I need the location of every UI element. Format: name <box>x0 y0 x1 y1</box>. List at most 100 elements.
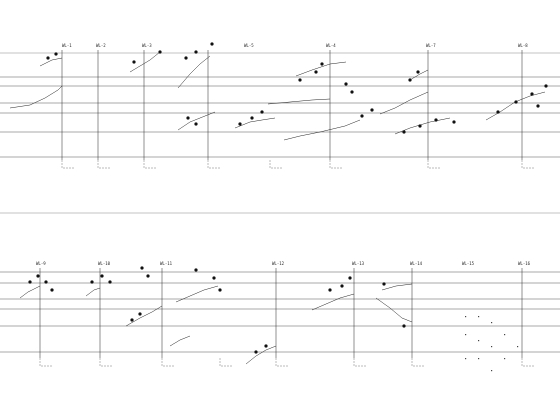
fixture-symbol <box>328 288 332 292</box>
drain-outlet <box>61 160 74 169</box>
branch-pipe <box>125 305 163 327</box>
dot-marker <box>465 358 467 360</box>
branch-pipe <box>177 55 211 89</box>
branch-pipe <box>381 283 413 291</box>
riser-label: WL-9 <box>36 261 46 266</box>
dot-marker <box>491 322 493 324</box>
fixture-symbol <box>146 274 150 278</box>
dot-marker <box>478 316 480 318</box>
lower-right-dot-markers <box>465 316 519 372</box>
fixture-symbol <box>350 90 354 94</box>
fixture-symbol <box>260 110 264 114</box>
riser-label: WL-8 <box>518 43 528 48</box>
fixture-symbol <box>416 70 420 74</box>
branch-pipe <box>129 51 161 73</box>
upper-floor-lines <box>0 76 560 158</box>
branch-pipe <box>245 345 277 365</box>
fixture-symbol <box>130 318 134 322</box>
branch-pipe <box>485 91 546 121</box>
upper-riser-labels: WL-1 WL-2 WL-3 WL-5 WL-4 WL-7 WL-8 <box>62 43 528 48</box>
branch-pipe <box>169 335 191 347</box>
fixture-symbol <box>250 116 254 120</box>
branch-pipe <box>85 287 101 297</box>
drain-outlet <box>219 358 232 367</box>
branch-pipe <box>9 85 63 109</box>
fixture-symbol <box>90 280 94 284</box>
branch-pipe <box>311 293 355 311</box>
fixture-symbol <box>108 280 112 284</box>
drain-outlet <box>521 160 534 169</box>
fixture-symbol <box>138 312 142 316</box>
branch-pipe <box>177 111 216 131</box>
drain-outlet <box>269 160 282 169</box>
riser-label: WL-15 <box>462 261 475 266</box>
drain-outlet <box>411 358 424 367</box>
branch-pipe <box>283 119 361 141</box>
dot-marker <box>478 358 480 360</box>
dot-marker <box>504 334 506 336</box>
fixture-symbol <box>370 108 374 112</box>
fixture-symbol <box>496 110 500 114</box>
branch-pipe <box>19 285 41 299</box>
fixture-symbol <box>50 288 54 292</box>
riser-label: WL-12 <box>272 261 285 266</box>
branch-pipe <box>379 91 429 115</box>
fixture-symbol <box>132 60 136 64</box>
fixture-symbol <box>544 84 548 88</box>
riser-label: WL-13 <box>352 261 365 266</box>
riser-label: WL-5 <box>244 43 254 48</box>
riser-label: WL-16 <box>518 261 531 266</box>
fixture-symbol <box>194 268 198 272</box>
riser-label: WL-2 <box>96 43 106 48</box>
dot-marker <box>491 370 493 372</box>
riser-label: WL-3 <box>142 43 152 48</box>
fixture-symbol <box>194 50 198 54</box>
riser-label: WL-10 <box>98 261 111 266</box>
riser-label: WL-11 <box>160 261 173 266</box>
fixture-symbol <box>340 284 344 288</box>
drain-outlet <box>39 358 52 367</box>
fixture-symbol <box>402 130 406 134</box>
lower-fixtures <box>28 266 406 354</box>
lower-panel: WL-9 WL-10 WL-11 WL-12 WL-13 WL-14 WL-15… <box>0 261 560 372</box>
drain-outlet <box>353 358 366 367</box>
dot-marker <box>504 358 506 360</box>
fixture-symbol <box>514 100 518 104</box>
drain-outlet <box>329 160 342 169</box>
dot-marker <box>465 334 467 336</box>
drain-outlet <box>521 358 534 367</box>
fixture-symbol <box>212 276 216 280</box>
fixture-symbol <box>100 274 104 278</box>
riser-label: WL-4 <box>326 43 336 48</box>
upper-panel: WL-1 WL-2 WL-3 WL-5 WL-4 WL-7 WL-8 <box>0 42 560 214</box>
drain-outlet <box>143 160 156 169</box>
branch-pipe <box>409 69 429 81</box>
dot-marker <box>478 340 480 342</box>
fixture-symbol <box>434 118 438 122</box>
drain-outlet <box>99 358 112 367</box>
lower-drain-outlets <box>39 358 534 367</box>
upper-branch-pipes <box>9 51 546 141</box>
riser-label: WL-14 <box>410 261 423 266</box>
fixture-symbol <box>348 276 352 280</box>
lower-riser-labels: WL-9 WL-10 WL-11 WL-12 WL-13 WL-14 WL-15… <box>36 261 531 266</box>
fixture-symbol <box>536 104 540 108</box>
dot-marker <box>491 346 493 348</box>
fixture-symbol <box>158 50 162 54</box>
fixture-symbol <box>360 114 364 118</box>
branch-pipe <box>234 117 276 129</box>
fixture-symbol <box>402 324 406 328</box>
riser-label: WL-1 <box>62 43 72 48</box>
fixture-symbol <box>408 78 412 82</box>
fixture-symbol <box>344 82 348 86</box>
fixture-symbol <box>46 56 50 60</box>
dot-marker <box>517 346 519 348</box>
drain-outlet <box>161 358 174 367</box>
lower-branch-pipes <box>19 283 413 365</box>
dot-marker <box>465 316 467 318</box>
branch-pipe <box>39 57 63 67</box>
fixture-symbol <box>36 274 40 278</box>
branch-pipe <box>295 61 347 77</box>
fixture-symbol <box>184 56 188 60</box>
